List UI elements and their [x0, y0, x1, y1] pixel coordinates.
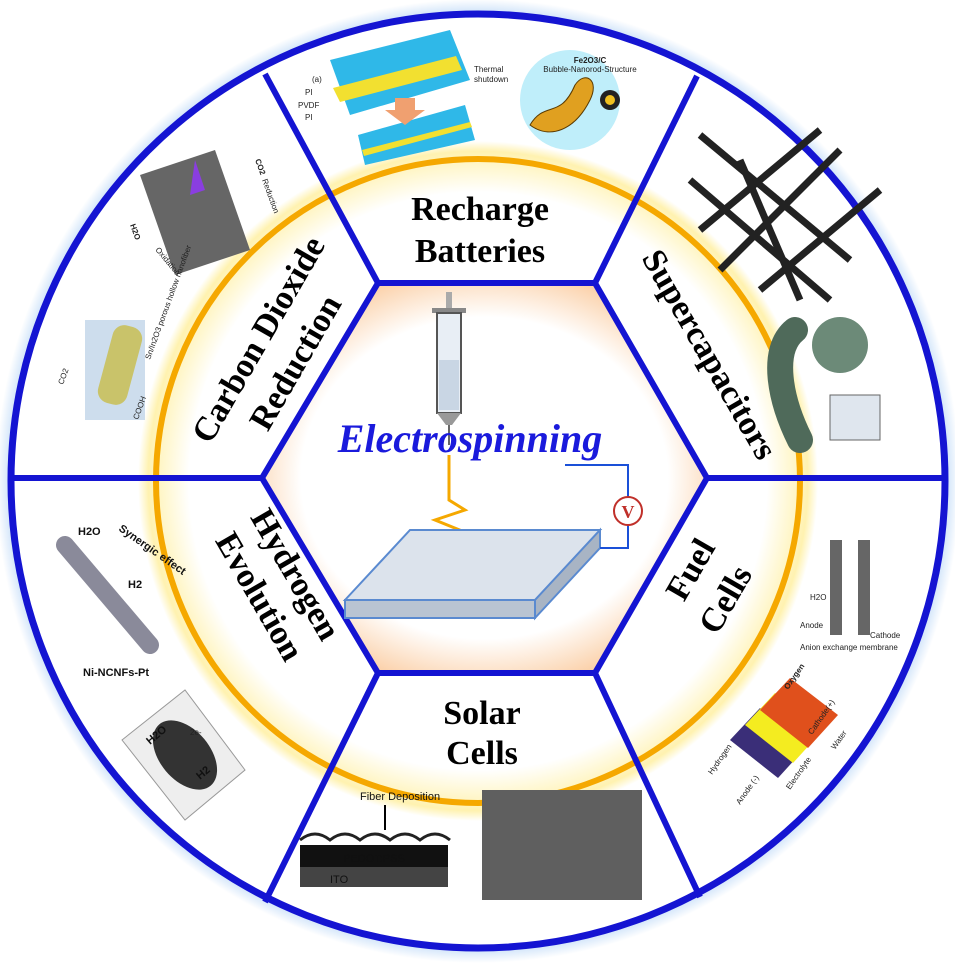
layer-label: PVDF: [298, 101, 319, 110]
voltage-symbol: V: [622, 502, 635, 522]
hydrogen-catalyst-inset: H2O 2e- H2: [121, 689, 246, 821]
ito-label: ITO: [330, 874, 349, 886]
pedot-label: PEDOT:PSS: [343, 853, 405, 865]
membrane-label: Anion exchange membrane: [800, 643, 898, 652]
solar-device-inset: Fiber Deposition PEDOT:PSS ITO: [299, 791, 451, 887]
layer-label: (a): [312, 75, 322, 84]
sem-fiber-image: [482, 790, 642, 900]
label-solar: Solar: [443, 695, 520, 732]
label-recharge-2: Batteries: [415, 233, 545, 270]
h2o-label: H2O: [810, 593, 826, 602]
battery-separator-inset: Thermal shutdown (a) PI PVDF PI: [298, 30, 508, 165]
thermal-label: Thermal: [474, 65, 504, 74]
nanofiber-mesh-icon: [687, 127, 883, 303]
electron-label: 2e-: [190, 728, 202, 737]
syringe-icon: [432, 292, 466, 445]
anode-label: Anode: [800, 621, 824, 630]
cathode-label: Cathode: [870, 631, 901, 640]
electrospinning-title: Electrospinning: [337, 416, 603, 461]
bubble-nanorod-inset: Fe2O3/C Bubble-Nanorod-Structure: [520, 50, 637, 150]
divider-lines: [10, 72, 947, 904]
h2o-label: H2O: [78, 526, 101, 538]
collector-plate: [342, 527, 603, 621]
fuel-cell-diagram-inset: H2O Anode Cathode Anion exchange membran…: [800, 540, 901, 652]
fiber-deposition-label: Fiber Deposition: [360, 791, 440, 803]
shutdown-label: shutdown: [474, 75, 508, 84]
wire-top: [565, 464, 629, 500]
supercapacitor-inset: [767, 317, 881, 453]
layer-label: PI: [305, 88, 313, 97]
wire-bottom: [600, 522, 629, 549]
label-recharge-1: Recharge: [411, 191, 549, 228]
h2-label: H2: [128, 579, 142, 591]
bubble-label: Bubble-Nanorod-Structure: [543, 65, 637, 74]
catalyst-label: Ni-NCNFs-Pt: [83, 667, 149, 679]
fe-label: Fe2O3/C: [574, 56, 607, 65]
voltage-source-icon: [613, 496, 643, 526]
layer-label: PI: [305, 113, 313, 122]
label-solar-cells: Cells: [446, 735, 518, 772]
